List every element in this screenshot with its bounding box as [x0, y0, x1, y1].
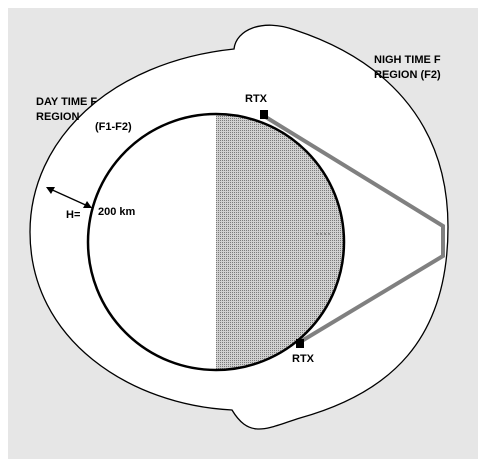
- night-region-label-line1: NIGH TIME F: [374, 54, 441, 66]
- height-value: 200 km: [98, 206, 136, 218]
- day-region-sublabel: (F1-F2): [95, 121, 132, 133]
- night-region-label-line2: REGION (F2): [374, 69, 441, 81]
- rtx-top-label: RTX: [245, 93, 268, 105]
- height-label: H=: [66, 209, 80, 221]
- rtx-top-marker: [260, 110, 268, 119]
- day-region-label-line1: DAY TIME F: [36, 96, 97, 108]
- day-region-label-line2: REGION: [36, 111, 79, 123]
- rtx-bottom-marker: [296, 339, 304, 348]
- rtx-bottom-label: RTX: [292, 353, 315, 365]
